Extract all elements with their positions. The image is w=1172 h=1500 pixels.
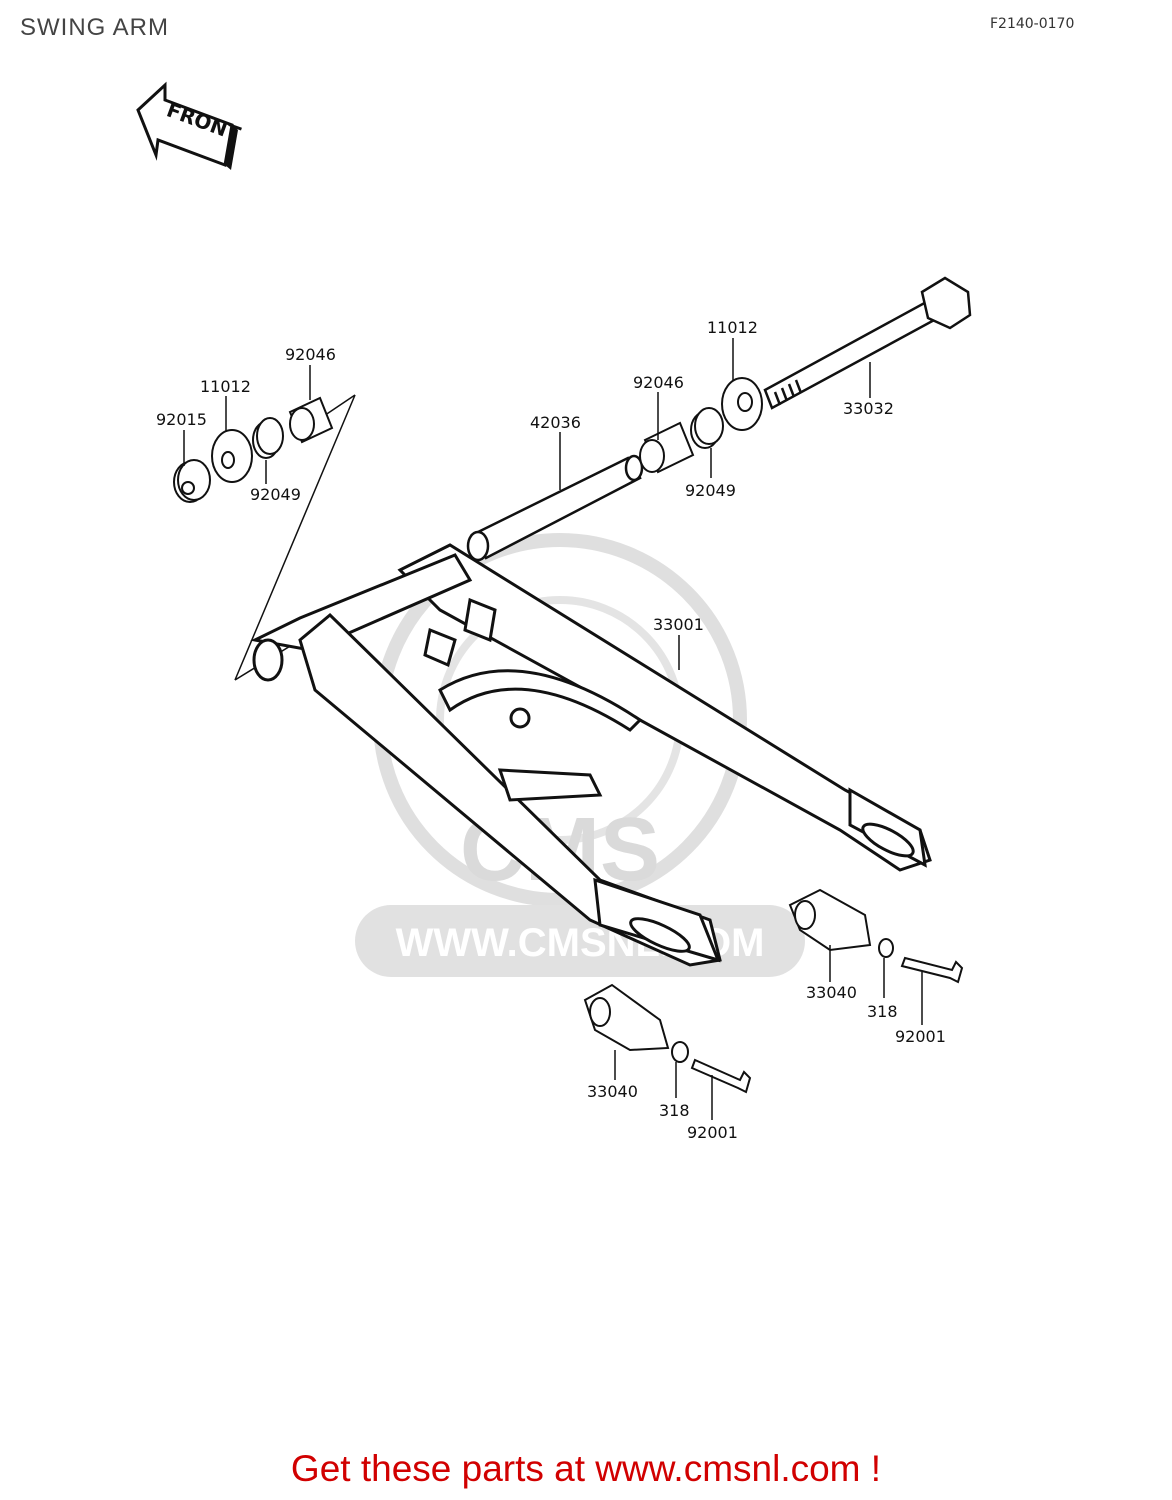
part-33001: 33001 [653, 615, 704, 634]
part-92001-left: 92001 [687, 1123, 738, 1142]
cta-link[interactable]: Get these parts at www.cmsnl.com ! [290, 1448, 882, 1489]
part-11012-left: 11012 [200, 377, 251, 396]
swing-arm-body [250, 543, 932, 967]
part-33040-right: 33040 [806, 983, 857, 1002]
pivot-bolt [763, 276, 972, 410]
left-hardware [173, 396, 334, 503]
part-92046-left: 92046 [285, 345, 336, 364]
part-92049-left: 92049 [250, 485, 301, 504]
leader-lines [183, 338, 923, 1120]
right-chain-adjuster [788, 888, 964, 984]
part-92015: 92015 [156, 410, 207, 429]
part-92046-right: 92046 [633, 373, 684, 392]
swing-arm-diagram: CMS WWW.CMSNL.COM FRONT [136, 81, 972, 1142]
pivot-sleeve [466, 454, 644, 562]
part-318-right: 318 [867, 1002, 898, 1021]
part-33032: 33032 [843, 399, 894, 418]
front-arrow-icon: FRONT [136, 81, 244, 170]
part-33040-left: 33040 [587, 1082, 638, 1101]
part-92049-right: 92049 [685, 481, 736, 500]
part-42036: 42036 [530, 413, 581, 432]
part-318-left: 318 [659, 1101, 690, 1120]
page-title: SWING ARM [20, 14, 170, 41]
part-numbers: 92046 11012 92015 92049 42036 92046 1101… [156, 318, 946, 1142]
right-hardware [639, 377, 763, 474]
part-92001-right: 92001 [895, 1027, 946, 1046]
left-chain-adjuster [583, 983, 752, 1094]
part-11012-right: 11012 [707, 318, 758, 337]
diagram-code: F2140-0170 [990, 16, 1075, 32]
